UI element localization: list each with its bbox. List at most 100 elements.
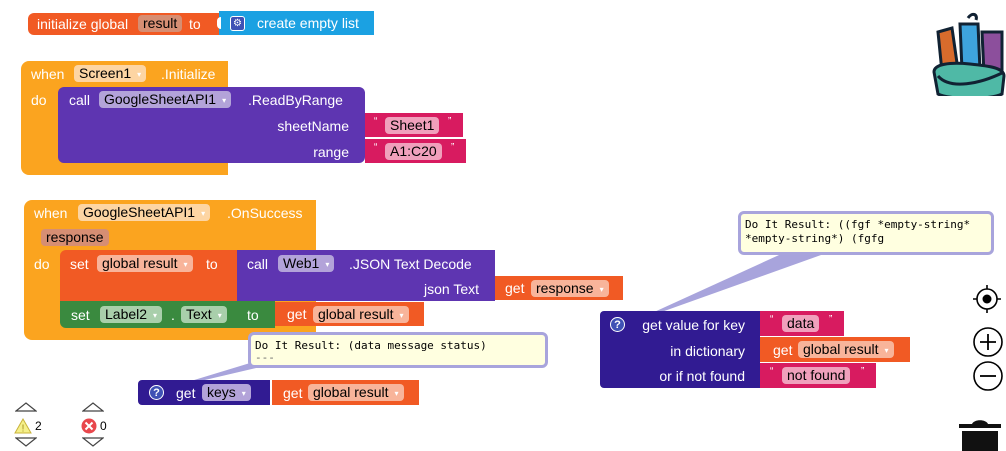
- keys-dropdown[interactable]: keys▾: [202, 384, 251, 401]
- get-value-for-key-label: get value for key: [642, 317, 745, 333]
- googlesheetapi1-dropdown[interactable]: GoogleSheetAPI1▾: [78, 204, 211, 221]
- help-icon[interactable]: ?: [149, 385, 164, 400]
- to-label: to: [247, 307, 259, 323]
- next-warning-arrow-icon[interactable]: [15, 437, 37, 447]
- dropdown-arrow-icon: ▾: [599, 284, 604, 294]
- errors-indicator: 0: [80, 400, 110, 450]
- get-label: get: [176, 385, 196, 401]
- backpack-icon[interactable]: [930, 10, 1006, 96]
- dropdown-arrow-icon: ▾: [325, 259, 330, 269]
- component-value: GoogleSheetAPI1: [104, 91, 217, 107]
- dropdown-arrow-icon: ▾: [201, 208, 206, 218]
- response-dropdown[interactable]: response▾: [531, 280, 609, 297]
- create-empty-list-block[interactable]: ⚙ create empty list: [217, 11, 374, 35]
- prev-error-arrow-icon[interactable]: [82, 402, 104, 412]
- set-label: set: [70, 256, 89, 272]
- dropdown-arrow-icon: ▾: [241, 388, 246, 398]
- error-icon: [81, 418, 97, 434]
- call-label: call: [69, 92, 91, 108]
- component-value: Web1: [283, 255, 320, 271]
- dropdown-arrow-icon: ▾: [137, 69, 142, 79]
- dict-result-bubble[interactable]: Do It Result: ((fgf *empty-string* *empt…: [738, 211, 994, 255]
- dropdown-arrow-icon: ▾: [884, 345, 889, 355]
- label2-dropdown[interactable]: Label2 ▾: [100, 306, 163, 323]
- open-quote-icon: “: [770, 366, 774, 377]
- get-global-result-block[interactable]: get global result▾: [272, 380, 419, 405]
- json-text-decode-call-block[interactable]: call Web1▾ .JSON Text Decode json Text: [237, 250, 495, 301]
- do-label: do: [31, 92, 47, 108]
- open-quote-icon: “: [770, 314, 774, 325]
- sheet1-text-block[interactable]: “ Sheet1 ”: [365, 113, 463, 137]
- set-label: set: [71, 307, 90, 323]
- range-text-block[interactable]: “ A1:C20 ”: [365, 139, 466, 163]
- input-socket: [217, 17, 221, 29]
- get-value-for-key-block[interactable]: ? get value for key in dictionary or if …: [600, 311, 760, 388]
- sheet1-text-field[interactable]: Sheet1: [385, 117, 440, 134]
- onsuccess-event-label: .OnSuccess: [227, 205, 303, 221]
- help-icon[interactable]: ?: [610, 317, 625, 332]
- to-label: to: [206, 256, 218, 272]
- set-global-result-block[interactable]: set global result ▾ to: [60, 250, 237, 301]
- dropdown-arrow-icon: ▾: [153, 310, 158, 320]
- not-found-text-block[interactable]: “ not found ”: [760, 363, 876, 388]
- next-error-arrow-icon[interactable]: [82, 437, 104, 447]
- sheetname-param-label: sheetName: [277, 118, 349, 134]
- global-result-dropdown[interactable]: global result ▾: [798, 341, 894, 358]
- global-result-dropdown[interactable]: global result▾: [308, 384, 404, 401]
- dropdown-arrow-icon: ▾: [399, 310, 404, 320]
- global-result-dropdown[interactable]: global result ▾: [97, 255, 193, 272]
- zoom-out-icon[interactable]: [972, 360, 1004, 392]
- get-label: get: [505, 280, 525, 296]
- warning-icon: !: [14, 418, 32, 434]
- not-found-field[interactable]: not found: [782, 367, 851, 384]
- screen1-dropdown[interactable]: Screen1 ▾: [74, 65, 147, 82]
- close-quote-icon: ”: [829, 314, 833, 325]
- warning-count: 2: [35, 419, 42, 433]
- get-response-block[interactable]: get response▾: [495, 276, 623, 300]
- global-var-name-field[interactable]: result: [138, 15, 183, 32]
- when-label: when: [31, 66, 65, 82]
- recenter-icon[interactable]: [972, 284, 1002, 314]
- var-value: global result: [318, 306, 394, 322]
- range-text-field[interactable]: A1:C20: [385, 143, 442, 160]
- dropdown-arrow-icon: ▾: [394, 388, 399, 398]
- get-global-result-block[interactable]: get global result▾: [275, 302, 424, 326]
- readbyrange-method-label: .ReadByRange: [248, 92, 343, 108]
- dropdown-arrow-icon: ▾: [222, 95, 227, 105]
- dropdown-arrow-icon: ▾: [183, 259, 188, 269]
- to-label: to: [189, 16, 201, 32]
- range-param-label: range: [313, 144, 349, 160]
- zoom-in-icon[interactable]: [972, 326, 1004, 358]
- data-key-field[interactable]: data: [782, 315, 820, 332]
- keys-result-bubble[interactable]: Do It Result: (data message status) ---: [248, 332, 548, 368]
- var-value: global result: [803, 341, 879, 357]
- close-quote-icon: ”: [448, 116, 452, 127]
- web1-dropdown[interactable]: Web1 ▾: [278, 255, 335, 272]
- bubble-text-more: ---: [255, 351, 275, 364]
- text-property-dropdown[interactable]: Text▾: [181, 306, 227, 323]
- googlesheetapi1-dropdown[interactable]: GoogleSheetAPI1 ▾: [99, 91, 232, 108]
- initialize-global-block[interactable]: initialize global result to: [28, 13, 219, 35]
- get-global-result-block[interactable]: get global result▾: [760, 337, 910, 362]
- trash-icon[interactable]: [958, 415, 1002, 451]
- bubble-text: Do It Result: ((fgf *empty-string* *empt…: [745, 218, 971, 245]
- readbyrange-call-block[interactable]: call GoogleSheetAPI1 ▾ .ReadByRange sheet…: [58, 87, 365, 163]
- global-result-dropdown[interactable]: global result ▾: [313, 306, 409, 323]
- component-value: Label2: [105, 306, 148, 322]
- json-text-param-label: json Text: [424, 281, 479, 297]
- response-param[interactable]: response: [41, 229, 109, 246]
- open-quote-icon: “: [374, 142, 378, 153]
- gear-icon[interactable]: ⚙: [230, 16, 245, 31]
- set-label2-text-block[interactable]: set Label2 ▾ . Text▾ to: [60, 301, 275, 328]
- get-keys-block[interactable]: ? get keys▾: [138, 380, 270, 405]
- screen1-dropdown-value: Screen1: [79, 65, 132, 81]
- json-text-decode-method-label: .JSON Text Decode: [349, 256, 472, 272]
- data-key-text-block[interactable]: “ data ”: [760, 311, 844, 336]
- initialize-event-label: .Initialize: [161, 66, 216, 82]
- bubble-tail: [628, 250, 835, 324]
- var-value: global result: [102, 255, 178, 271]
- create-empty-list-label: create empty list: [257, 15, 359, 31]
- initialize-global-label: initialize global: [37, 16, 129, 32]
- prev-warning-arrow-icon[interactable]: [15, 402, 37, 412]
- dot-label: .: [171, 307, 175, 323]
